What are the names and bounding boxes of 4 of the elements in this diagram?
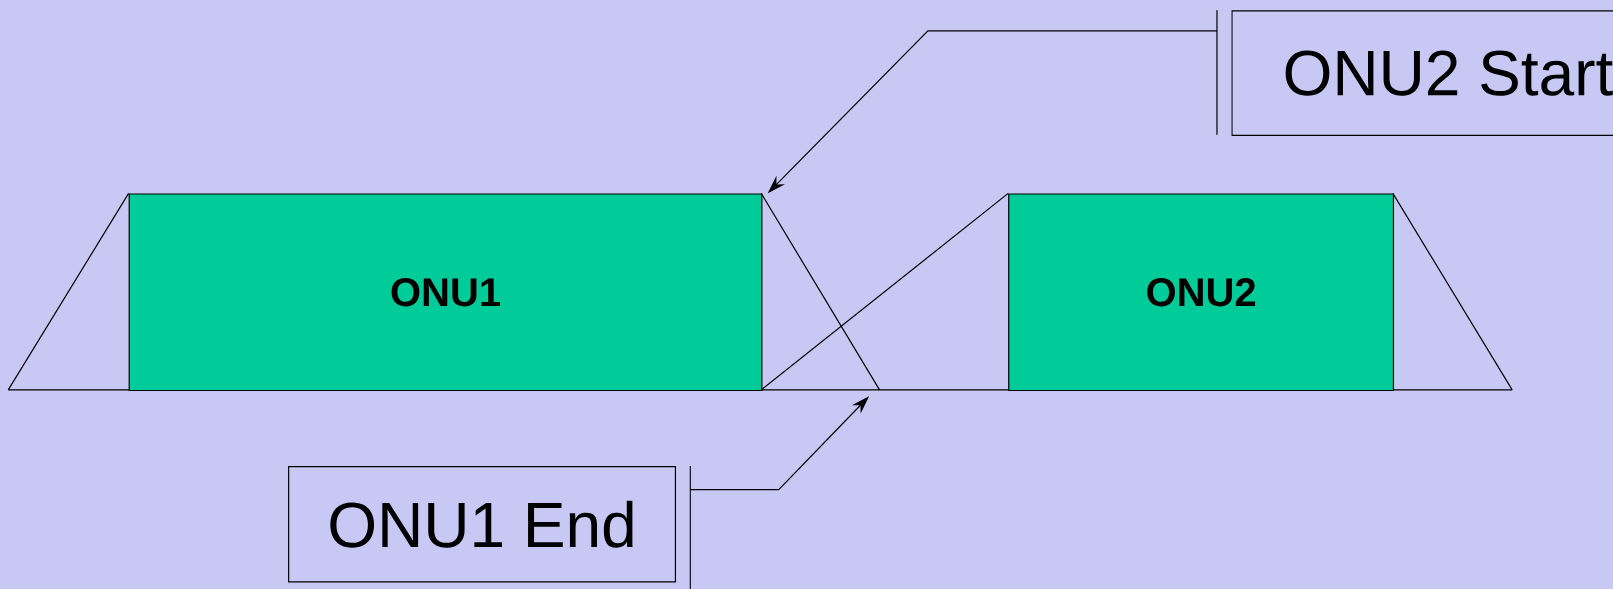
onu-burst-box: ONU1 [128,193,763,391]
onu-burst-box: ONU2 [1008,193,1395,391]
callout-box: ONU2 Start [1216,9,1613,136]
callout-box: ONU1 End [288,465,691,589]
